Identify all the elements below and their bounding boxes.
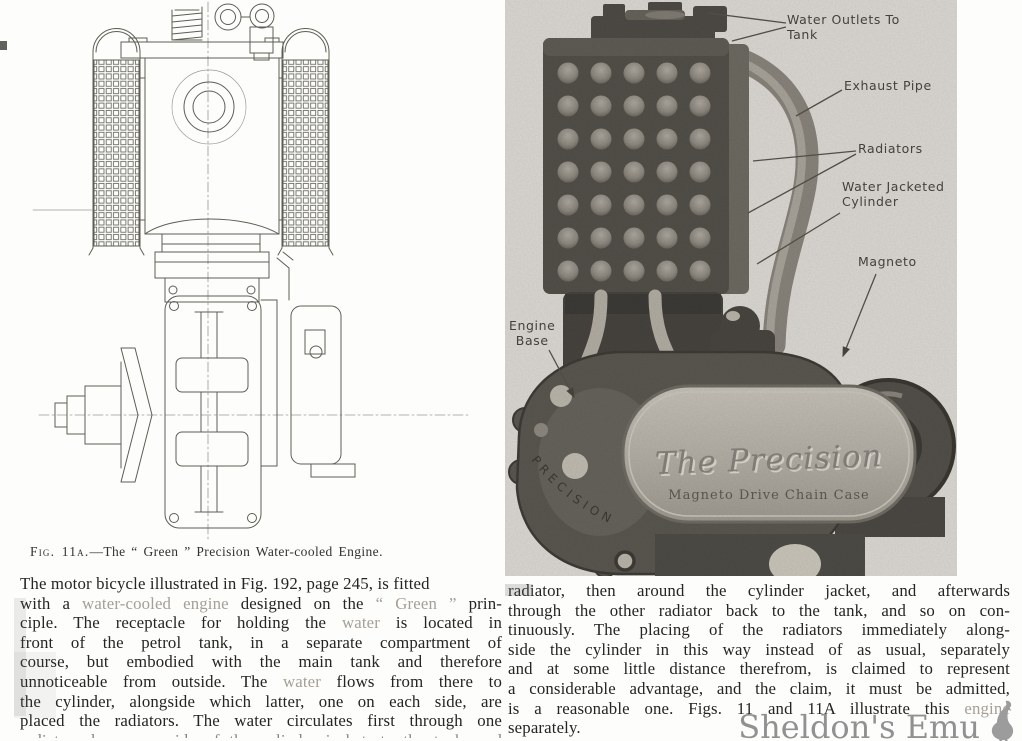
text-segment: is a reasonable one. Figs. 11 and 11A il… [508, 698, 965, 718]
text-line: placed the radiators. The water circulat… [20, 711, 502, 731]
label-exhaust-pipe: Exhaust Pipe [844, 78, 932, 93]
label-line: Tank [787, 27, 818, 42]
faded-word: water [341, 613, 381, 633]
faded-word: “ Green ” [375, 593, 457, 613]
valve-gear-drawing [171, 3, 275, 61]
engine-photo-art: The Precision The Precision Magneto Driv… [505, 0, 957, 576]
text-segment: is located in [380, 613, 502, 633]
label-radiators: Radiators [858, 141, 923, 156]
faded-word: engine [964, 698, 1010, 718]
label-line: Engine [509, 318, 556, 333]
text-line: separately. [508, 718, 1010, 738]
text-segment: separately. [508, 718, 581, 738]
text-segment: tinuously. The placing of the radiators … [508, 620, 1010, 640]
text-line: tinuously. The placing of the radiators … [508, 620, 1010, 640]
text-segment: flows from there to [320, 671, 502, 691]
label-line: Water Jacketed [842, 179, 945, 194]
text-segment: unnoticeable from outside. The [20, 671, 283, 691]
cylinder-jacket-drawing [32, 37, 284, 235]
label-line: Radiators [858, 141, 923, 156]
watermark-text: Sheldon's Emu [738, 708, 980, 741]
annotation-leader-lines [548, 12, 877, 399]
left-text-column: The motor bicycle illustrated in Fig. 19… [20, 574, 502, 740]
right-text-column: radiator, then around the cylinder jacke… [508, 581, 1010, 738]
text-line: unnoticeable from outside. The water flo… [20, 672, 502, 692]
label-line: Exhaust Pipe [844, 78, 932, 93]
figure-caption-text: —The “ Green ” Precision Water-cooled En… [89, 544, 383, 559]
text-line: is a reasonable one. Figs. 11 and 11A il… [508, 699, 1010, 719]
text-segment: with a [20, 593, 83, 613]
label-line: Cylinder [842, 194, 899, 209]
photo-grain-overlay [505, 0, 957, 576]
right-radiator-drawing [277, 28, 334, 256]
text-line: course, but embodied with the main tank … [20, 652, 502, 672]
label-line: Base [515, 333, 549, 348]
emu-icon [991, 700, 1014, 741]
text-segment: prin- [456, 593, 502, 613]
text-line: the cylinder, alongside which latter, on… [20, 692, 502, 712]
engine-photograph: The Precision The Precision Magneto Driv… [505, 0, 957, 576]
text-line: through the other radiator back to the t… [508, 601, 1010, 621]
figure-caption: Fig. 11a.—The “ Green ” Precision Water-… [30, 544, 490, 560]
text-line: and at some little distance therefrom, i… [508, 659, 1010, 679]
text-line: a considerable advantage, and the claim,… [508, 679, 1010, 699]
label-engine-base: Engine Base [509, 318, 555, 348]
text-line: radiator, then around the cylinder jacke… [508, 581, 1010, 601]
text-line: radiator, down one side of the cylinder … [20, 731, 502, 738]
faded-word: water-cooled engine [82, 593, 229, 613]
text-segment: designed on the [228, 593, 376, 613]
text-segment: radiator, down one side of the cylinder … [20, 731, 502, 738]
text-line: The motor bicycle illustrated in Fig. 19… [20, 574, 502, 594]
label-line: Magneto [858, 254, 917, 269]
text-line: ciple. The receptacle for holding the wa… [20, 613, 502, 633]
text-line: front of the petrol tank, in a separate … [20, 633, 502, 653]
text-segment: The motor bicycle illustrated in Fig. 19… [20, 574, 430, 593]
belt-pulley-drawing [54, 347, 153, 483]
label-magneto: Magneto [858, 254, 917, 269]
watermark: Sheldon's Emu [738, 699, 1018, 741]
text-segment: radiator, then around the cylinder jacke… [508, 581, 1010, 600]
figure-caption-number: Fig. 11a. [30, 544, 90, 559]
label-water-jacketed-cylinder: Water Jacketed Cylinder [842, 179, 945, 209]
text-segment: and at some little distance therefrom, i… [508, 659, 1010, 679]
text-line: with a water-cooled engine designed on t… [20, 594, 502, 614]
faded-word: water [282, 671, 321, 691]
text-segment: a considerable advantage, and the claim,… [508, 678, 1010, 698]
scan-edge-mark [0, 41, 7, 50]
text-segment: side the cylinder in this way instead of… [508, 639, 1010, 659]
left-radiator-drawing [88, 28, 145, 256]
engine-line-drawing [32, 1, 470, 541]
text-segment: through the other radiator back to the t… [508, 600, 1010, 620]
text-segment: placed the radiators. The water circulat… [20, 711, 502, 731]
text-segment: the cylinder, alongside which latter, on… [20, 691, 502, 711]
label-line: Water Outlets To [787, 12, 900, 27]
text-segment: course, but embodied with the main tank … [20, 652, 502, 672]
magneto-drive-drawing [260, 251, 356, 478]
text-segment: ciple. The receptacle for holding the [20, 613, 342, 633]
text-line: side the cylinder in this way instead of… [508, 640, 1010, 660]
text-segment: front of the petrol tank, in a separate … [20, 632, 502, 652]
crankcase-drawing [154, 233, 270, 529]
label-water-outlets: Water Outlets To Tank [787, 12, 900, 42]
